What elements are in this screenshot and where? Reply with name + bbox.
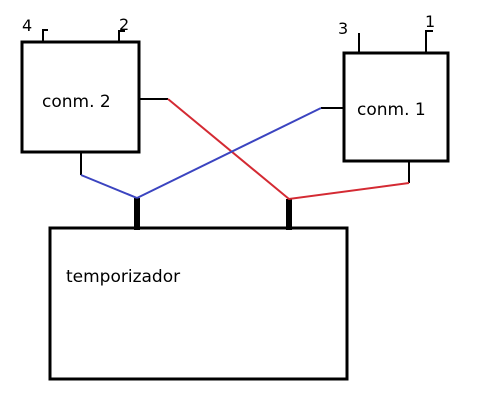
timer: temporizador <box>48 198 349 381</box>
blue-wire-from-switch-1 <box>136 107 322 199</box>
switch-2-pin-left-number: 4 <box>22 16 32 35</box>
switch-1: conm. 1 3 1 <box>321 12 450 183</box>
switch-2-box <box>20 40 141 154</box>
switch-2-pin-left <box>42 29 48 42</box>
red-wire <box>167 98 410 201</box>
switch-2-pin-right <box>118 30 125 42</box>
timer-box <box>48 226 349 381</box>
switch-1-label: conm. 1 <box>357 100 426 120</box>
timer-label: temporizador <box>66 267 180 287</box>
switch-1-pin-left-number: 3 <box>338 19 348 38</box>
switch-2-pin-right-number: 2 <box>119 15 129 34</box>
switch-1-box <box>342 51 450 163</box>
switch-1-pin-right <box>425 30 433 53</box>
switch-2: conm. 2 4 2 <box>20 15 168 175</box>
switch-1-pin-right-number: 1 <box>425 12 435 31</box>
blue-wire-from-switch-2 <box>80 174 138 199</box>
switch-2-label: conm. 2 <box>42 92 111 112</box>
